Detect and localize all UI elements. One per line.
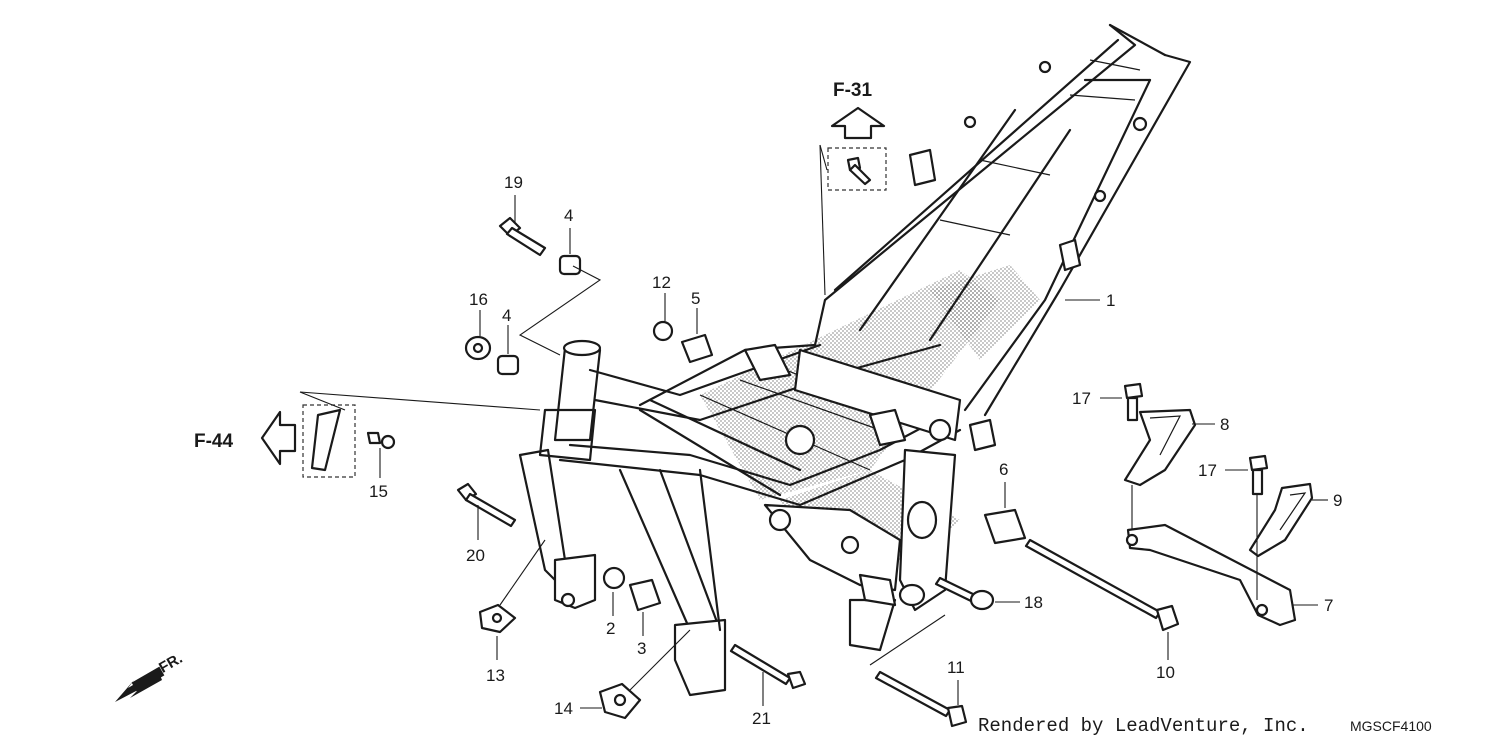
callout-14: 14 xyxy=(554,699,573,718)
collar-2 xyxy=(602,566,626,590)
collar-4-upper xyxy=(558,254,582,276)
nut-12 xyxy=(652,320,674,342)
callout-13: 13 xyxy=(486,666,505,685)
bolt-17-lower xyxy=(1248,454,1269,496)
leader-lines xyxy=(379,195,1328,709)
reference-f31: F-31 xyxy=(833,80,873,101)
f31-bolt-box xyxy=(819,144,887,296)
f44-pin-box xyxy=(299,391,541,478)
bolt-17-upper xyxy=(1123,382,1144,422)
callout-1: 1 xyxy=(1106,291,1115,310)
bolt-18 xyxy=(934,576,995,611)
collar-6 xyxy=(983,508,1027,545)
plate-7 xyxy=(1125,485,1297,627)
bolt-20 xyxy=(456,482,517,528)
callout-4-lower: 4 xyxy=(502,306,511,325)
callout-15: 15 xyxy=(369,482,388,501)
credit-text: Rendered by LeadVenture, Inc. xyxy=(978,715,1309,737)
bolt-21 xyxy=(729,643,807,690)
callout-17-lower: 17 xyxy=(1198,461,1217,480)
bracket-9 xyxy=(1248,482,1314,558)
callout-21: 21 xyxy=(752,709,771,728)
callout-3: 3 xyxy=(637,639,646,658)
diagram-code: MGSCF4100 xyxy=(1350,718,1432,734)
mount-13 xyxy=(478,603,517,634)
f44-arrow xyxy=(260,410,297,466)
callout-20: 20 xyxy=(466,546,485,565)
callout-18: 18 xyxy=(1024,593,1043,612)
callout-17-upper: 17 xyxy=(1072,389,1091,408)
bracket-8 xyxy=(1123,408,1197,487)
collar-4-lower xyxy=(496,354,520,376)
callout-5: 5 xyxy=(691,289,700,308)
callout-8: 8 xyxy=(1220,415,1229,434)
front-direction-arrow xyxy=(115,666,165,702)
mount-14 xyxy=(598,682,642,720)
bolt-10 xyxy=(1024,538,1180,632)
callout-16: 16 xyxy=(469,290,488,309)
callout-2: 2 xyxy=(606,619,615,638)
bolt-19 xyxy=(498,216,547,257)
callout-7: 7 xyxy=(1324,596,1333,615)
callout-labels: 1 2 3 4 4 5 6 7 8 9 10 11 12 13 14 15 16… xyxy=(156,80,1432,737)
washer-16 xyxy=(464,335,492,361)
frame-body xyxy=(518,23,1192,697)
f31-arrow xyxy=(830,106,886,140)
callout-11: 11 xyxy=(947,658,965,677)
callout-10: 10 xyxy=(1156,663,1175,682)
callout-9: 9 xyxy=(1333,491,1342,510)
callout-12: 12 xyxy=(652,273,671,292)
callout-19: 19 xyxy=(504,173,523,192)
reference-f44: F-44 xyxy=(194,431,234,452)
callout-4-upper: 4 xyxy=(564,206,573,225)
collar-3 xyxy=(628,578,662,612)
callout-6: 6 xyxy=(999,460,1008,479)
bolt-11 xyxy=(869,614,968,728)
collar-5 xyxy=(680,333,714,364)
